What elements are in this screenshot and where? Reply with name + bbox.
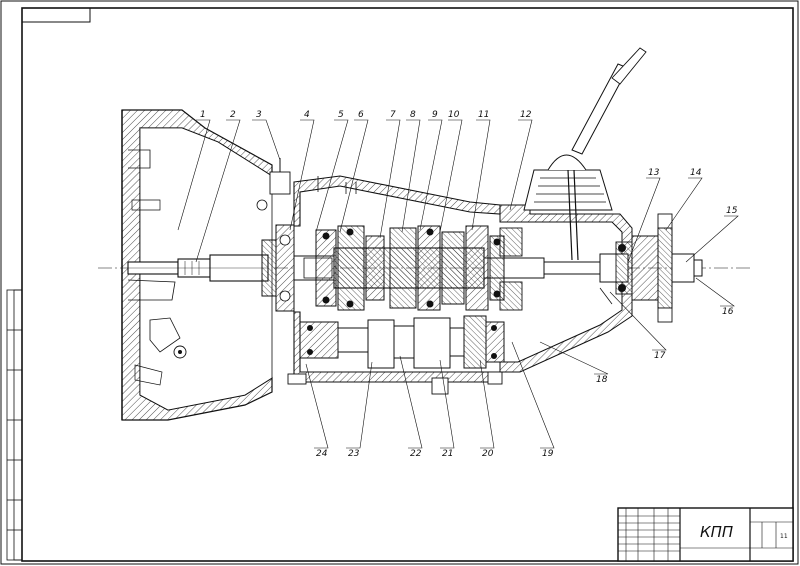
callout-9: 9 — [432, 110, 438, 120]
callout-21: 21 — [442, 449, 453, 459]
main-shaft-gears — [293, 225, 601, 311]
rear-extension-housing — [499, 204, 633, 373]
callout-7: 7 — [390, 110, 396, 120]
callout-18: 18 — [596, 375, 608, 385]
title-block: КПП 11 — [617, 507, 794, 562]
callout-14: 14 — [690, 168, 702, 178]
callout-10: 10 — [448, 110, 460, 120]
input-shaft — [127, 254, 269, 282]
callout-17: 17 — [654, 351, 666, 361]
callout-2: 2 — [230, 110, 236, 120]
callout-3: 3 — [256, 110, 262, 120]
callout-24: 24 — [316, 449, 328, 459]
title-block-designation: КПП — [700, 523, 733, 541]
callout-6: 6 — [358, 110, 364, 120]
output-flange — [599, 213, 703, 323]
callout-numbers: 1 2 3 4 5 6 7 8 9 10 11 12 13 14 15 16 1… — [200, 110, 738, 459]
callout-19: 19 — [542, 449, 554, 459]
callout-4: 4 — [304, 110, 310, 120]
leader-lines — [177, 119, 739, 449]
callout-20: 20 — [482, 449, 494, 459]
front-cover — [256, 158, 295, 312]
gear-shift-lever — [523, 47, 647, 261]
callout-12: 12 — [520, 110, 532, 120]
gearbox-section-view: 1 2 3 4 5 6 7 8 9 10 11 12 13 14 15 16 1… — [98, 47, 750, 459]
countershaft — [299, 315, 505, 369]
callout-8: 8 — [410, 110, 416, 120]
callout-16: 16 — [722, 307, 734, 317]
callout-11: 11 — [478, 110, 489, 120]
callout-5: 5 — [338, 110, 344, 120]
callout-13: 13 — [648, 168, 660, 178]
callout-23: 23 — [348, 449, 360, 459]
callout-1: 1 — [200, 110, 206, 120]
left-margin-strip — [6, 289, 23, 561]
callout-22: 22 — [410, 449, 422, 459]
title-block-sheet: 11 — [780, 533, 788, 540]
callout-15: 15 — [726, 206, 738, 216]
